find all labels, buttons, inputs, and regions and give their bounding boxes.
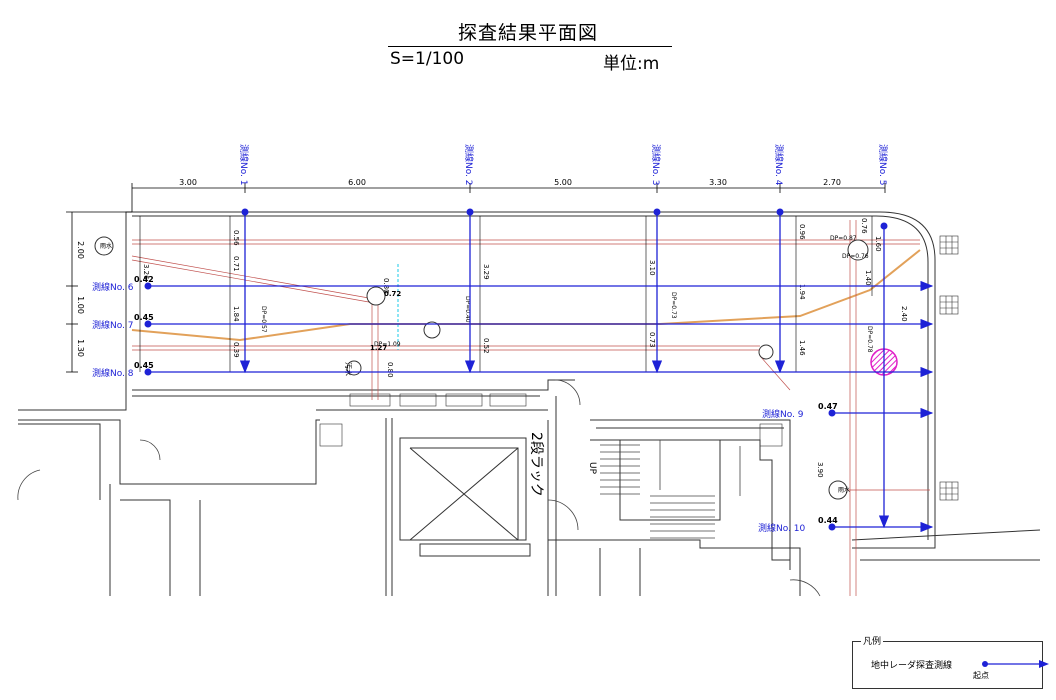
label-up: UP xyxy=(587,462,597,475)
stairs xyxy=(600,440,741,539)
manholes xyxy=(94,236,869,500)
label-sewage: 汚水 xyxy=(344,362,353,376)
scale-bar: S=1/100 単位:m xyxy=(388,46,672,74)
survey-label-h-6: 測線No. 6 xyxy=(92,281,134,293)
dp-label-4: DP=0.78 xyxy=(866,326,873,353)
survey-offset-h-10: 0.44 xyxy=(818,516,838,525)
depth-l3-b: 0.73 xyxy=(648,332,656,348)
depth-l5-d: 2.40 xyxy=(900,306,908,322)
depth-l3-a: 3.10 xyxy=(648,260,656,276)
survey-label-h-8: 測線No. 8 xyxy=(92,367,134,379)
survey-start-v-2 xyxy=(466,208,474,216)
survey-label-v-3: 測線No. 3 xyxy=(650,144,662,186)
survey-label-v-4: 測線No. 4 xyxy=(773,144,785,186)
depth-misc-c: 1.27 xyxy=(370,344,387,352)
depth-l4-c: 1.46 xyxy=(798,340,806,356)
depth-l4-b: 1.94 xyxy=(798,284,806,300)
survey-offset-h-6: 0.42 xyxy=(134,275,154,284)
depth-l4-a: 0.96 xyxy=(798,224,806,240)
depth-dimensions xyxy=(139,216,873,372)
depth-l5-c: 1.40 xyxy=(864,270,872,286)
depth-l5-a: 0.76 xyxy=(860,218,868,234)
building-outline xyxy=(18,211,1041,596)
survey-offset-h-9: 0.47 xyxy=(818,402,838,411)
dp-label-6: DP=0.87 xyxy=(830,235,857,242)
dim-left-1: 2.00 xyxy=(76,241,85,259)
survey-start-h-8 xyxy=(144,368,152,376)
scale-label: S=1/100 xyxy=(390,49,465,69)
top-dimension xyxy=(131,183,886,212)
door-swings xyxy=(17,379,821,597)
label-rack: 2段ラック xyxy=(528,432,544,497)
legend-start-label: 起点 xyxy=(973,671,989,680)
depth-misc-a: 0.72 xyxy=(384,290,401,298)
survey-label-h-7: 測線No. 7 xyxy=(92,319,134,331)
survey-label-h-9: 測線No. 9 xyxy=(762,408,804,420)
depth-l1-a: 0.56 xyxy=(232,230,240,246)
survey-start-v-3 xyxy=(653,208,661,216)
depth-l2-b: 0.52 xyxy=(482,338,490,354)
survey-start-v-5 xyxy=(880,222,888,230)
survey-start-h-7 xyxy=(144,320,152,328)
dp-label-1: DP=0.57 xyxy=(260,306,267,333)
dp-label-2: DP=0.40 xyxy=(464,296,471,323)
dim-top-5: 2.70 xyxy=(823,178,841,187)
survey-start-v-1 xyxy=(241,208,249,216)
survey-offset-h-7: 0.45 xyxy=(134,313,154,322)
survey-start-h-10 xyxy=(828,523,836,531)
drain-grates xyxy=(319,235,959,501)
survey-label-v-2: 測線No. 2 xyxy=(463,144,475,186)
dp-label-5: DP=1.09 xyxy=(374,341,401,348)
depth-l1-b: 0.71 xyxy=(232,256,240,272)
pipes xyxy=(131,220,930,596)
dim-top-3: 5.00 xyxy=(554,178,572,187)
survey-start-h-9 xyxy=(828,409,836,417)
dim-left-3: 1.30 xyxy=(76,339,85,357)
label-rain-1: 雨水 xyxy=(100,242,112,250)
dim-top-2: 6.00 xyxy=(348,178,366,187)
depth-l1-e: 3.26 xyxy=(142,264,150,280)
depth-l5-b: 1.60 xyxy=(874,236,882,252)
survey-start-h-6 xyxy=(144,282,152,290)
depth-l1-d: 0.39 xyxy=(232,342,240,358)
dp-label-7: DP=0.76 xyxy=(842,253,869,260)
survey-start-v-4 xyxy=(776,208,784,216)
legend-arrow-icon xyxy=(982,660,1049,668)
legend: 凡例 地中レーダ探査測線 起点 xyxy=(852,634,1049,689)
survey-label-v-1: 測線No. 1 xyxy=(238,144,250,186)
depth-l1-c: 1.84 xyxy=(232,306,240,322)
legend-item-survey-line: 地中レーダ探査測線 xyxy=(871,661,953,671)
survey-offset-h-8: 0.45 xyxy=(134,361,154,370)
label-rain-2: 雨水 xyxy=(838,486,850,494)
survey-label-h-10: 測線No. 10 xyxy=(758,522,806,534)
dim-top-1: 3.00 xyxy=(179,178,197,187)
depth-misc-d: 0.80 xyxy=(386,362,394,378)
dp-label-3: DP=0.73 xyxy=(670,292,677,319)
legend-title: 凡例 xyxy=(861,634,884,647)
survey-label-v-5: 測線No. 5 xyxy=(877,144,889,186)
left-dimension xyxy=(66,211,132,373)
unit-label: 単位:m xyxy=(603,54,660,74)
vertical-survey-lines: 測線No. 1 測線No. 2 測線No. 3 測線No. 4 測線No. 5 xyxy=(238,144,890,529)
depth-l2-a: 3.29 xyxy=(482,264,490,280)
dim-left-2: 1.00 xyxy=(76,296,85,314)
dim-top-4: 3.30 xyxy=(709,178,727,187)
page-title: 探査結果平面図 xyxy=(457,22,598,44)
depth-l5-e: 3.90 xyxy=(816,462,824,478)
